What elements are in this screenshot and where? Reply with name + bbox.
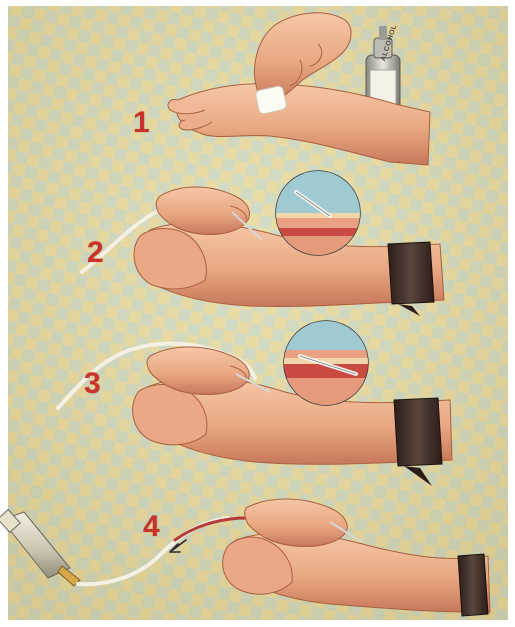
- step-2-tourniquet-cuff: [388, 242, 434, 304]
- step-number-3: 3: [84, 369, 101, 399]
- step-3-tourniquet-cuff: [394, 398, 442, 466]
- step-number-4: 4: [143, 512, 160, 542]
- cotton-swab: [255, 85, 287, 114]
- step-number-2: 2: [87, 238, 104, 268]
- step-4-tourniquet-cuff: [458, 554, 488, 616]
- step-number-1: 1: [133, 108, 150, 138]
